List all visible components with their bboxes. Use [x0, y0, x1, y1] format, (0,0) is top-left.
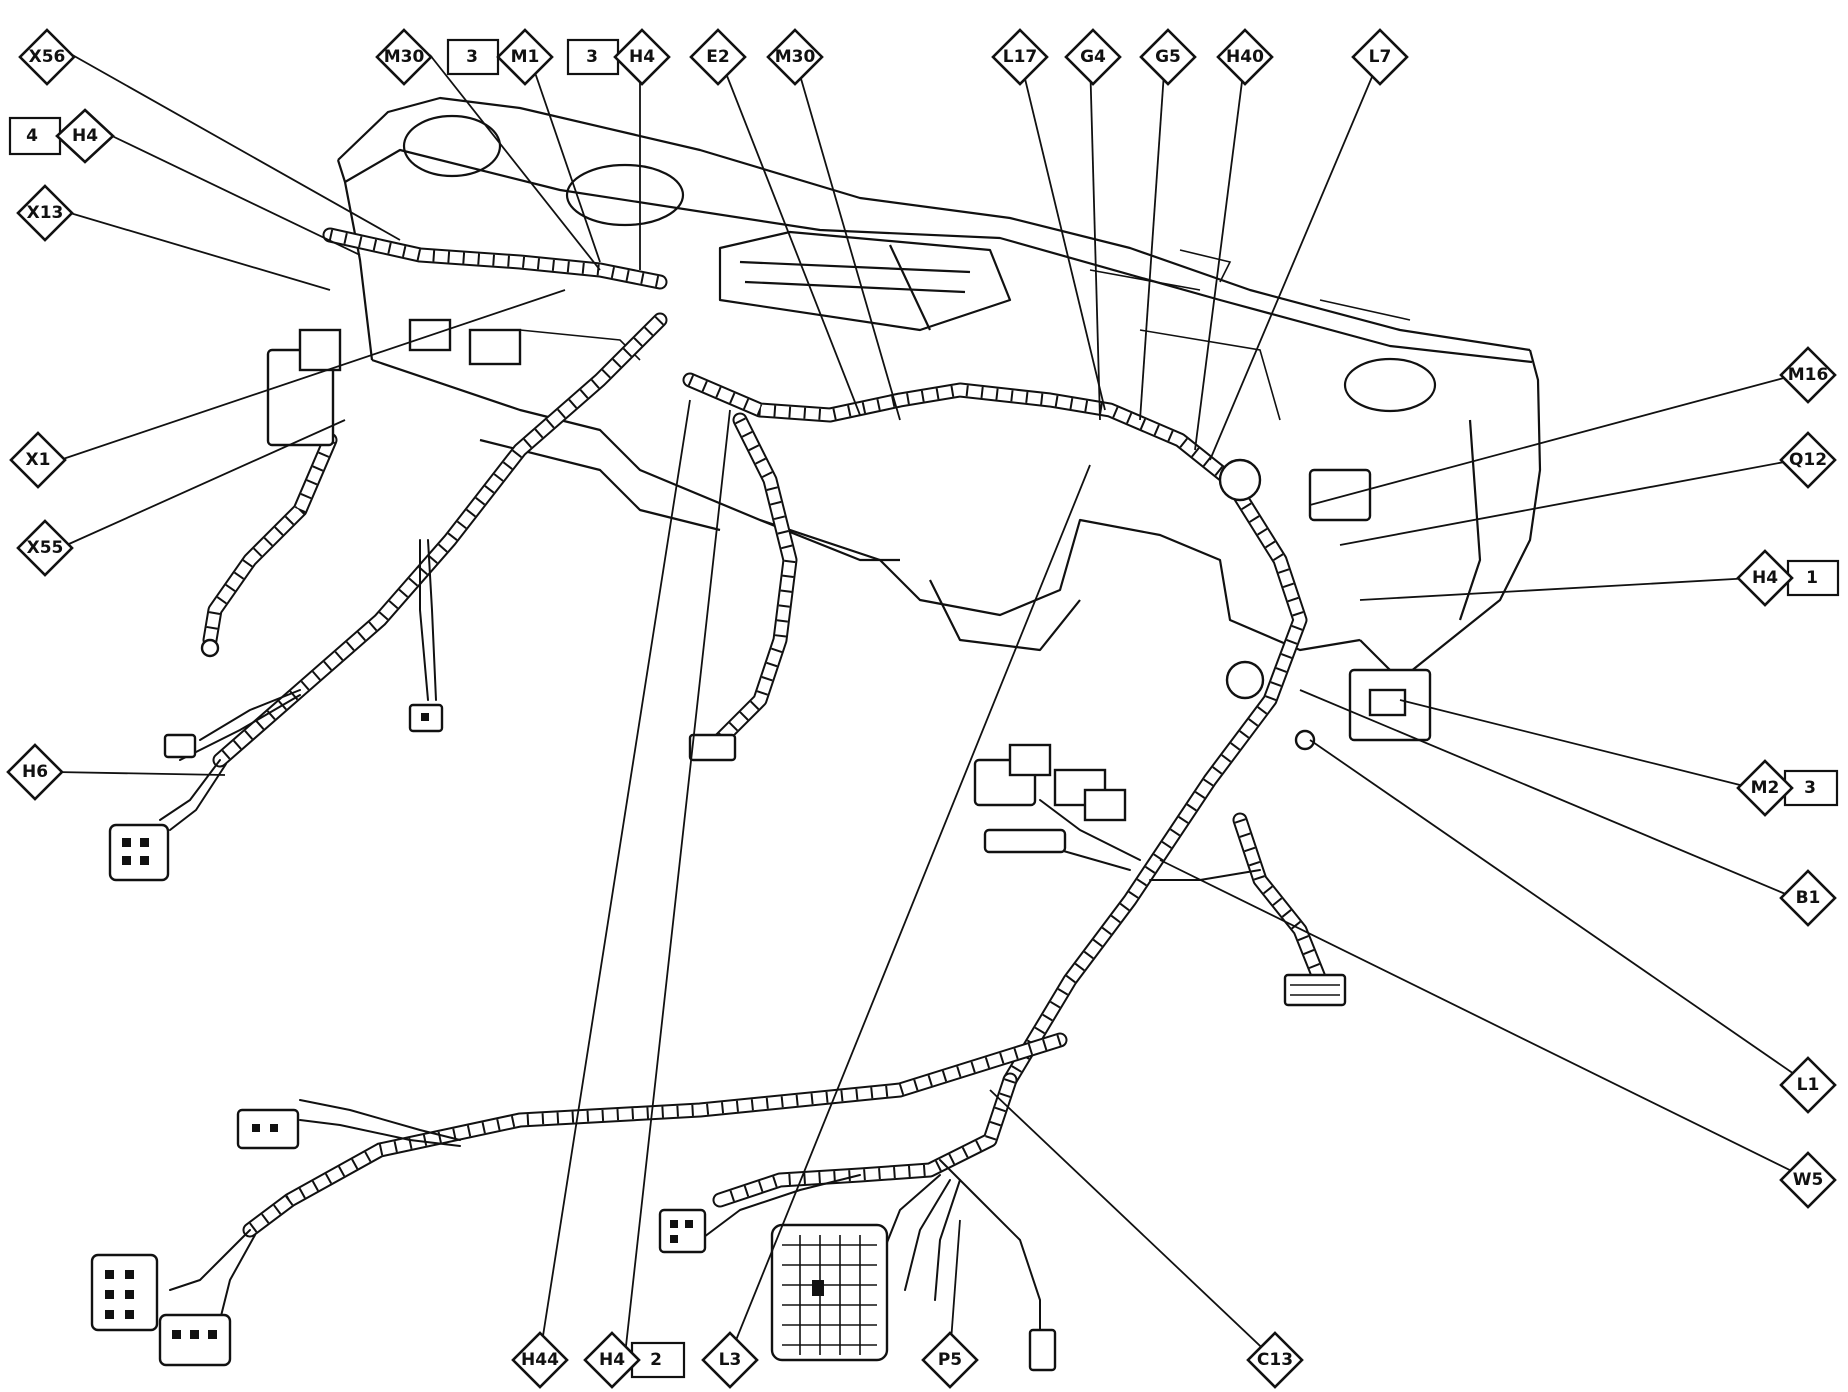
callout-p5-label: P5: [938, 1350, 962, 1370]
callout-e2-label: E2: [706, 47, 729, 67]
callout-l17-label: L17: [1003, 47, 1038, 67]
callout-h4-4-number: 4: [26, 126, 38, 146]
callout-l7-label: L7: [1369, 47, 1392, 67]
callout-l1: L1: [1779, 1056, 1837, 1114]
callout-m1-3: 3 M1: [446, 28, 554, 86]
callout-m30-a-label: M30: [384, 47, 425, 67]
ground-eyelet: [200, 638, 220, 658]
wiring-harness: [159, 227, 1328, 1341]
callout-g5: G5: [1139, 28, 1197, 86]
callout-q12: Q12: [1779, 431, 1837, 489]
callout-h40: H40: [1216, 28, 1274, 86]
callout-x13-label: X13: [27, 203, 64, 223]
callout-h6-label: H6: [22, 762, 48, 782]
leader-lines: [54, 47, 1811, 1361]
relay-block-left: [266, 318, 522, 447]
callout-h4-2-number: 2: [650, 1350, 662, 1370]
callouts: X56 4 H4 X13 M30 3 M1 3 H4: [6, 28, 1840, 1389]
callout-g4: G4: [1064, 28, 1122, 86]
callout-l7: L7: [1351, 28, 1409, 86]
callout-x13: X13: [16, 184, 74, 242]
callout-h4-1-number: 1: [1806, 568, 1818, 588]
callout-h4-1: 1 H4: [1736, 549, 1840, 607]
callout-m1-3-number: 3: [466, 47, 478, 67]
callout-w5-label: W5: [1793, 1170, 1824, 1190]
callout-h4-4: 4 H4: [8, 108, 115, 164]
callout-h4-1-label: H4: [1752, 568, 1778, 588]
callout-x1: X1: [9, 431, 67, 489]
connector-lower-left-a: [236, 1108, 300, 1150]
dashboard-body: [336, 96, 1542, 721]
connector-p5-block: [770, 1223, 889, 1362]
callout-h4-3: 3 H4: [566, 28, 671, 86]
callout-h6: H6: [6, 743, 64, 801]
callout-q12-label: Q12: [1789, 450, 1827, 470]
callout-m1-3-label: M1: [511, 47, 540, 67]
callout-m16-label: M16: [1788, 365, 1829, 385]
callout-x55-label: X55: [27, 538, 64, 558]
callout-h4-2-label: H4: [599, 1350, 625, 1370]
callout-h4-3-label: H4: [629, 47, 655, 67]
callout-m2-3: 3 M2: [1736, 759, 1839, 817]
callout-x56: X56: [18, 28, 76, 86]
callout-c13-label: C13: [1257, 1350, 1293, 1370]
callout-h40-label: H40: [1226, 47, 1264, 67]
callout-w5: W5: [1779, 1151, 1837, 1209]
callout-m30-b-label: M30: [775, 47, 816, 67]
connectors: [90, 318, 1432, 1372]
callout-m2-3-label: M2: [1751, 778, 1780, 798]
callout-h4-2: 2 H4: [583, 1331, 686, 1389]
callout-p5: P5: [921, 1331, 979, 1389]
connector-centre-plug: [688, 733, 737, 762]
callout-c13: C13: [1246, 1331, 1304, 1389]
connector-lower-left-b: [90, 1253, 159, 1332]
callout-h4-4-label: H4: [72, 126, 98, 146]
callout-m16: M16: [1779, 346, 1837, 404]
callout-l3: L3: [701, 1331, 759, 1389]
callout-h4-3-number: 3: [586, 47, 598, 67]
connector-stack-right: [1218, 458, 1432, 751]
connector-h6-small: [163, 703, 444, 759]
callout-l17: L17: [991, 28, 1049, 86]
callout-g5-label: G5: [1155, 47, 1181, 67]
callout-e2: E2: [689, 28, 747, 86]
connector-h6-block: [108, 823, 170, 882]
connector-right-strip: [1283, 973, 1347, 1007]
callout-l3-label: L3: [719, 1350, 742, 1370]
callout-m30-a: M30: [375, 28, 433, 86]
callout-x1-label: X1: [26, 450, 51, 470]
connector-cluster-centre: [973, 743, 1127, 854]
callout-m30-b: M30: [766, 28, 824, 86]
callout-h44-label: H44: [521, 1350, 559, 1370]
callout-h44: H44: [511, 1331, 569, 1389]
callout-b1: B1: [1779, 869, 1837, 927]
callout-g4-label: G4: [1080, 47, 1106, 67]
connector-c13-plug: [1028, 1328, 1057, 1372]
callout-x55: X55: [16, 519, 74, 577]
callout-x56-label: X56: [29, 47, 66, 67]
connector-lower-left-c: [158, 1313, 232, 1367]
callout-m2-3-number: 3: [1804, 778, 1816, 798]
connector-centre-bottom-small: [658, 1208, 707, 1254]
callout-l1-label: L1: [1797, 1075, 1820, 1095]
callout-b1-label: B1: [1796, 888, 1821, 908]
